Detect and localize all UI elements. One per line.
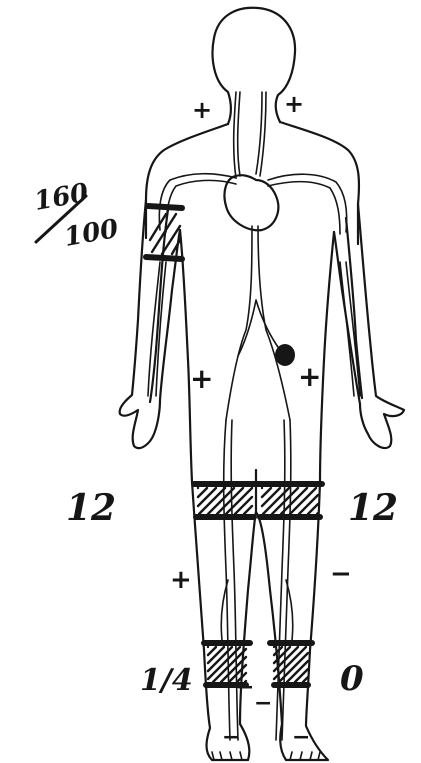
- left-arm-outline: [120, 200, 180, 448]
- pulse-sign-neck-left: +: [192, 96, 212, 124]
- right-arm-outline: [334, 204, 404, 448]
- pulse-sign-knee-left: +: [170, 565, 192, 595]
- thigh-pressure-left: 12: [66, 487, 116, 529]
- calf-pressure-right: 0: [340, 659, 364, 699]
- left-carotid-inner: [234, 92, 236, 178]
- left-carotid: [238, 92, 240, 176]
- cuff-hatch-line: [244, 506, 252, 514]
- vessels: [148, 92, 360, 740]
- toes-left: [212, 752, 242, 760]
- head-outline: [213, 8, 296, 124]
- cuff-hatch-line: [198, 488, 207, 497]
- aneurysm-blob: [275, 344, 295, 366]
- cuff-hatch-line: [299, 495, 318, 514]
- pulse-sign-knee-right: −: [330, 559, 352, 589]
- right-carotid: [256, 92, 262, 174]
- arm-cuff-hatch: [150, 214, 166, 240]
- arm-cuff-top: [148, 206, 182, 208]
- toes-right: [290, 752, 320, 760]
- pulse-sign-groin-right: +: [298, 360, 321, 393]
- hip-outline: [180, 230, 334, 482]
- cuff-hatch-line: [208, 647, 224, 663]
- pulse-sign-foot-right: −: [292, 725, 310, 750]
- pulse-sign-groin-left: +: [190, 362, 213, 395]
- cuff-hatch-line: [262, 488, 280, 506]
- left-femoral: [224, 420, 230, 740]
- cuff-hatch-line: [317, 513, 318, 514]
- aorta-left: [226, 226, 252, 420]
- arm-pressure-label: 160 100: [32, 178, 121, 253]
- cuff-hatch-line: [198, 488, 216, 506]
- cuff-hatch-line: [308, 504, 318, 514]
- thigh-cuff-left-hatch: [198, 488, 252, 514]
- cuff-hatch-line: [245, 681, 246, 682]
- arm-pressure-systolic: 160: [32, 178, 91, 217]
- arm-cuff-bottom: [146, 257, 182, 259]
- calf-pressure-left: 1/4: [140, 663, 193, 698]
- cuff-hatch-line: [235, 497, 252, 514]
- aorta-fork: [238, 300, 280, 356]
- cuff-hatch-line: [208, 647, 216, 655]
- cuff-hatch-line: [279, 653, 308, 682]
- pulse-sign-ankle-mid-2: −: [254, 691, 272, 716]
- pulse-sign-foot-left: −: [222, 725, 240, 750]
- arm-pressure-diastolic: 100: [62, 214, 121, 253]
- thigh-pressure-right: 12: [348, 487, 398, 529]
- cuff-hatch-line: [262, 488, 271, 497]
- pulse-sign-neck-right: +: [284, 90, 304, 118]
- aorta-right: [258, 226, 290, 420]
